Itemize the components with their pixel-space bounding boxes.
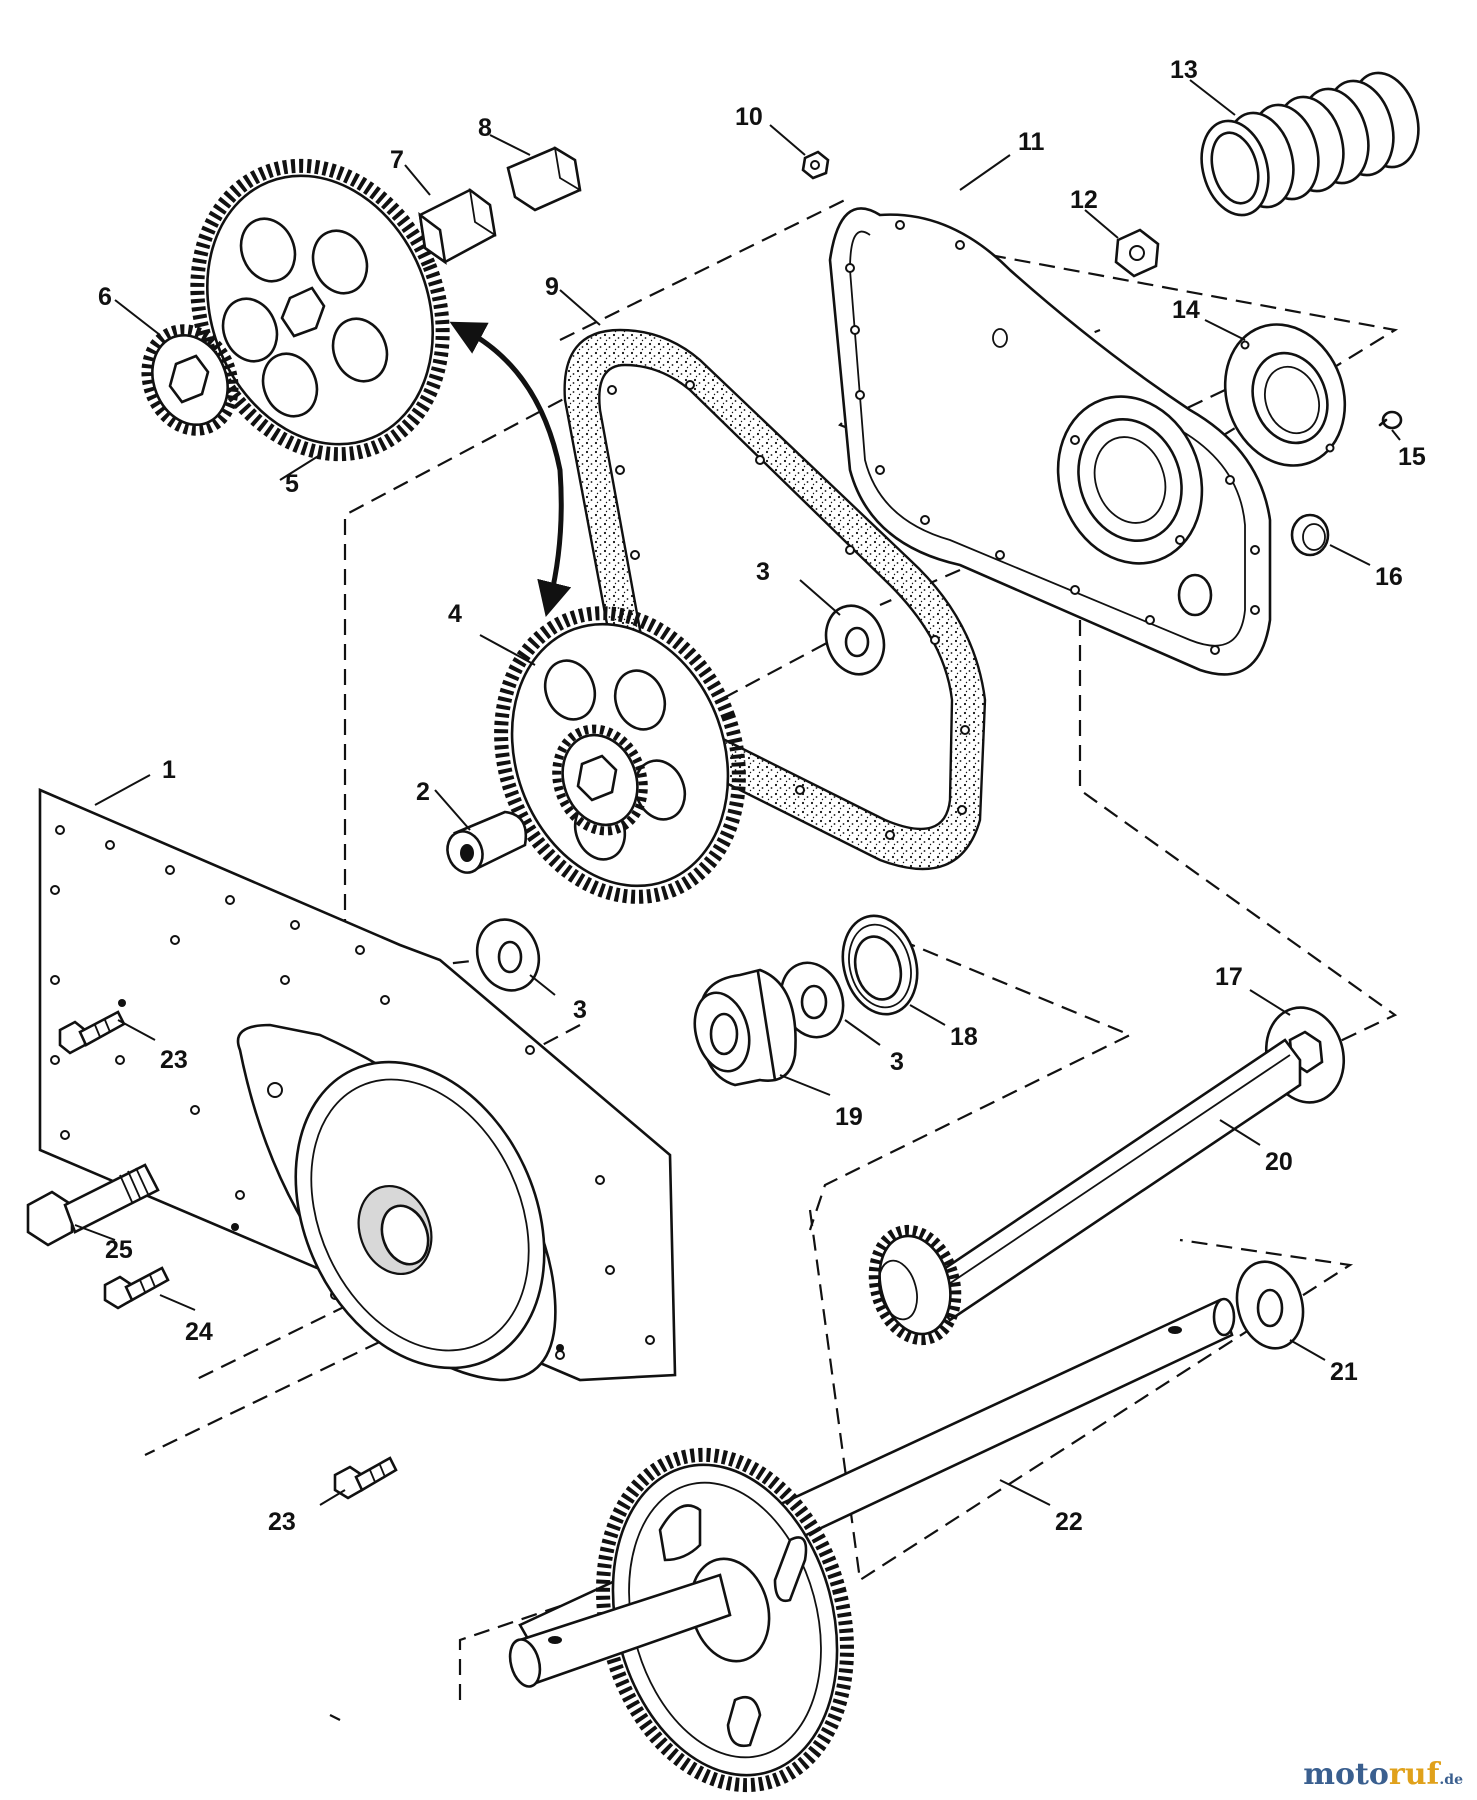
callout-4: 4 bbox=[448, 600, 462, 628]
screw-part-15 bbox=[1378, 410, 1403, 430]
plug-part-16 bbox=[1290, 513, 1330, 557]
nut-part-12 bbox=[1114, 228, 1160, 278]
callout-23-upper: 23 bbox=[160, 1046, 188, 1074]
gear-part-5 bbox=[190, 158, 450, 462]
callout-15: 15 bbox=[1398, 443, 1426, 471]
callout-24: 24 bbox=[185, 1318, 213, 1346]
bolt-part-23-lower bbox=[333, 1456, 398, 1500]
callout-25: 25 bbox=[105, 1236, 133, 1264]
watermark-part-2: ruf bbox=[1388, 1757, 1440, 1792]
callout-13: 13 bbox=[1170, 56, 1198, 84]
watermark-logo: motoruf.de bbox=[1303, 1757, 1463, 1792]
callout-21: 21 bbox=[1330, 1358, 1358, 1386]
callout-3-upper: 3 bbox=[756, 558, 770, 586]
washer-part-21 bbox=[1235, 1260, 1305, 1350]
spring-part-13 bbox=[1200, 71, 1420, 217]
callout-3-left: 3 bbox=[573, 996, 587, 1024]
pin-hole bbox=[118, 999, 126, 1007]
callout-10: 10 bbox=[735, 103, 763, 131]
gear-part-4 bbox=[494, 606, 746, 904]
callout-20: 20 bbox=[1265, 1148, 1293, 1176]
pinion-part-6 bbox=[141, 324, 239, 436]
watermark-part-1: moto bbox=[1303, 1757, 1389, 1792]
callout-22: 22 bbox=[1055, 1508, 1083, 1536]
leader-lines bbox=[74, 79, 1401, 1506]
watermark-part-3: .de bbox=[1439, 1772, 1463, 1788]
seal-part-18 bbox=[841, 914, 919, 1016]
bearing-flange-part-14 bbox=[1223, 323, 1347, 467]
bolt-part-25 bbox=[26, 1163, 160, 1247]
callout-18: 18 bbox=[950, 1023, 978, 1051]
pin-hole bbox=[231, 1223, 239, 1231]
callout-1: 1 bbox=[162, 756, 176, 784]
pin-hole bbox=[556, 1344, 564, 1352]
callout-17: 17 bbox=[1215, 963, 1243, 991]
callout-11: 11 bbox=[1018, 128, 1045, 156]
spacer-tube-part-2 bbox=[446, 810, 528, 874]
callout-2: 2 bbox=[416, 778, 430, 806]
hex-shaft-part-20 bbox=[868, 1038, 1302, 1346]
callout-23-lower: 23 bbox=[268, 1508, 296, 1536]
callout-7: 7 bbox=[390, 146, 404, 174]
callout-6: 6 bbox=[98, 283, 112, 311]
bolt-part-24 bbox=[103, 1266, 170, 1310]
bearing-part-19 bbox=[693, 968, 797, 1087]
washer-part-3-left bbox=[475, 918, 541, 992]
callout-3-center: 3 bbox=[890, 1048, 904, 1076]
washer-part-3-upper bbox=[824, 604, 886, 676]
gear-swap-arrow bbox=[449, 321, 572, 617]
callout-8: 8 bbox=[478, 114, 492, 142]
side-plate-part-1 bbox=[38, 788, 677, 1382]
callout-12: 12 bbox=[1070, 186, 1098, 214]
callout-9: 9 bbox=[545, 273, 559, 301]
callout-labels: 1 2 3 3 3 4 5 6 7 8 9 10 11 12 13 14 15 … bbox=[98, 56, 1426, 1536]
hex-coupler-part-8 bbox=[506, 146, 582, 212]
hex-coupler-part-7 bbox=[418, 187, 497, 265]
callout-19: 19 bbox=[835, 1103, 863, 1131]
callout-16: 16 bbox=[1375, 563, 1403, 591]
callout-14: 14 bbox=[1172, 296, 1200, 324]
axle-gear-part-22 bbox=[508, 1297, 1236, 1793]
callout-5: 5 bbox=[285, 470, 299, 498]
gear-housing-cover-part-11 bbox=[828, 207, 1272, 676]
nut-part-10 bbox=[801, 150, 830, 180]
